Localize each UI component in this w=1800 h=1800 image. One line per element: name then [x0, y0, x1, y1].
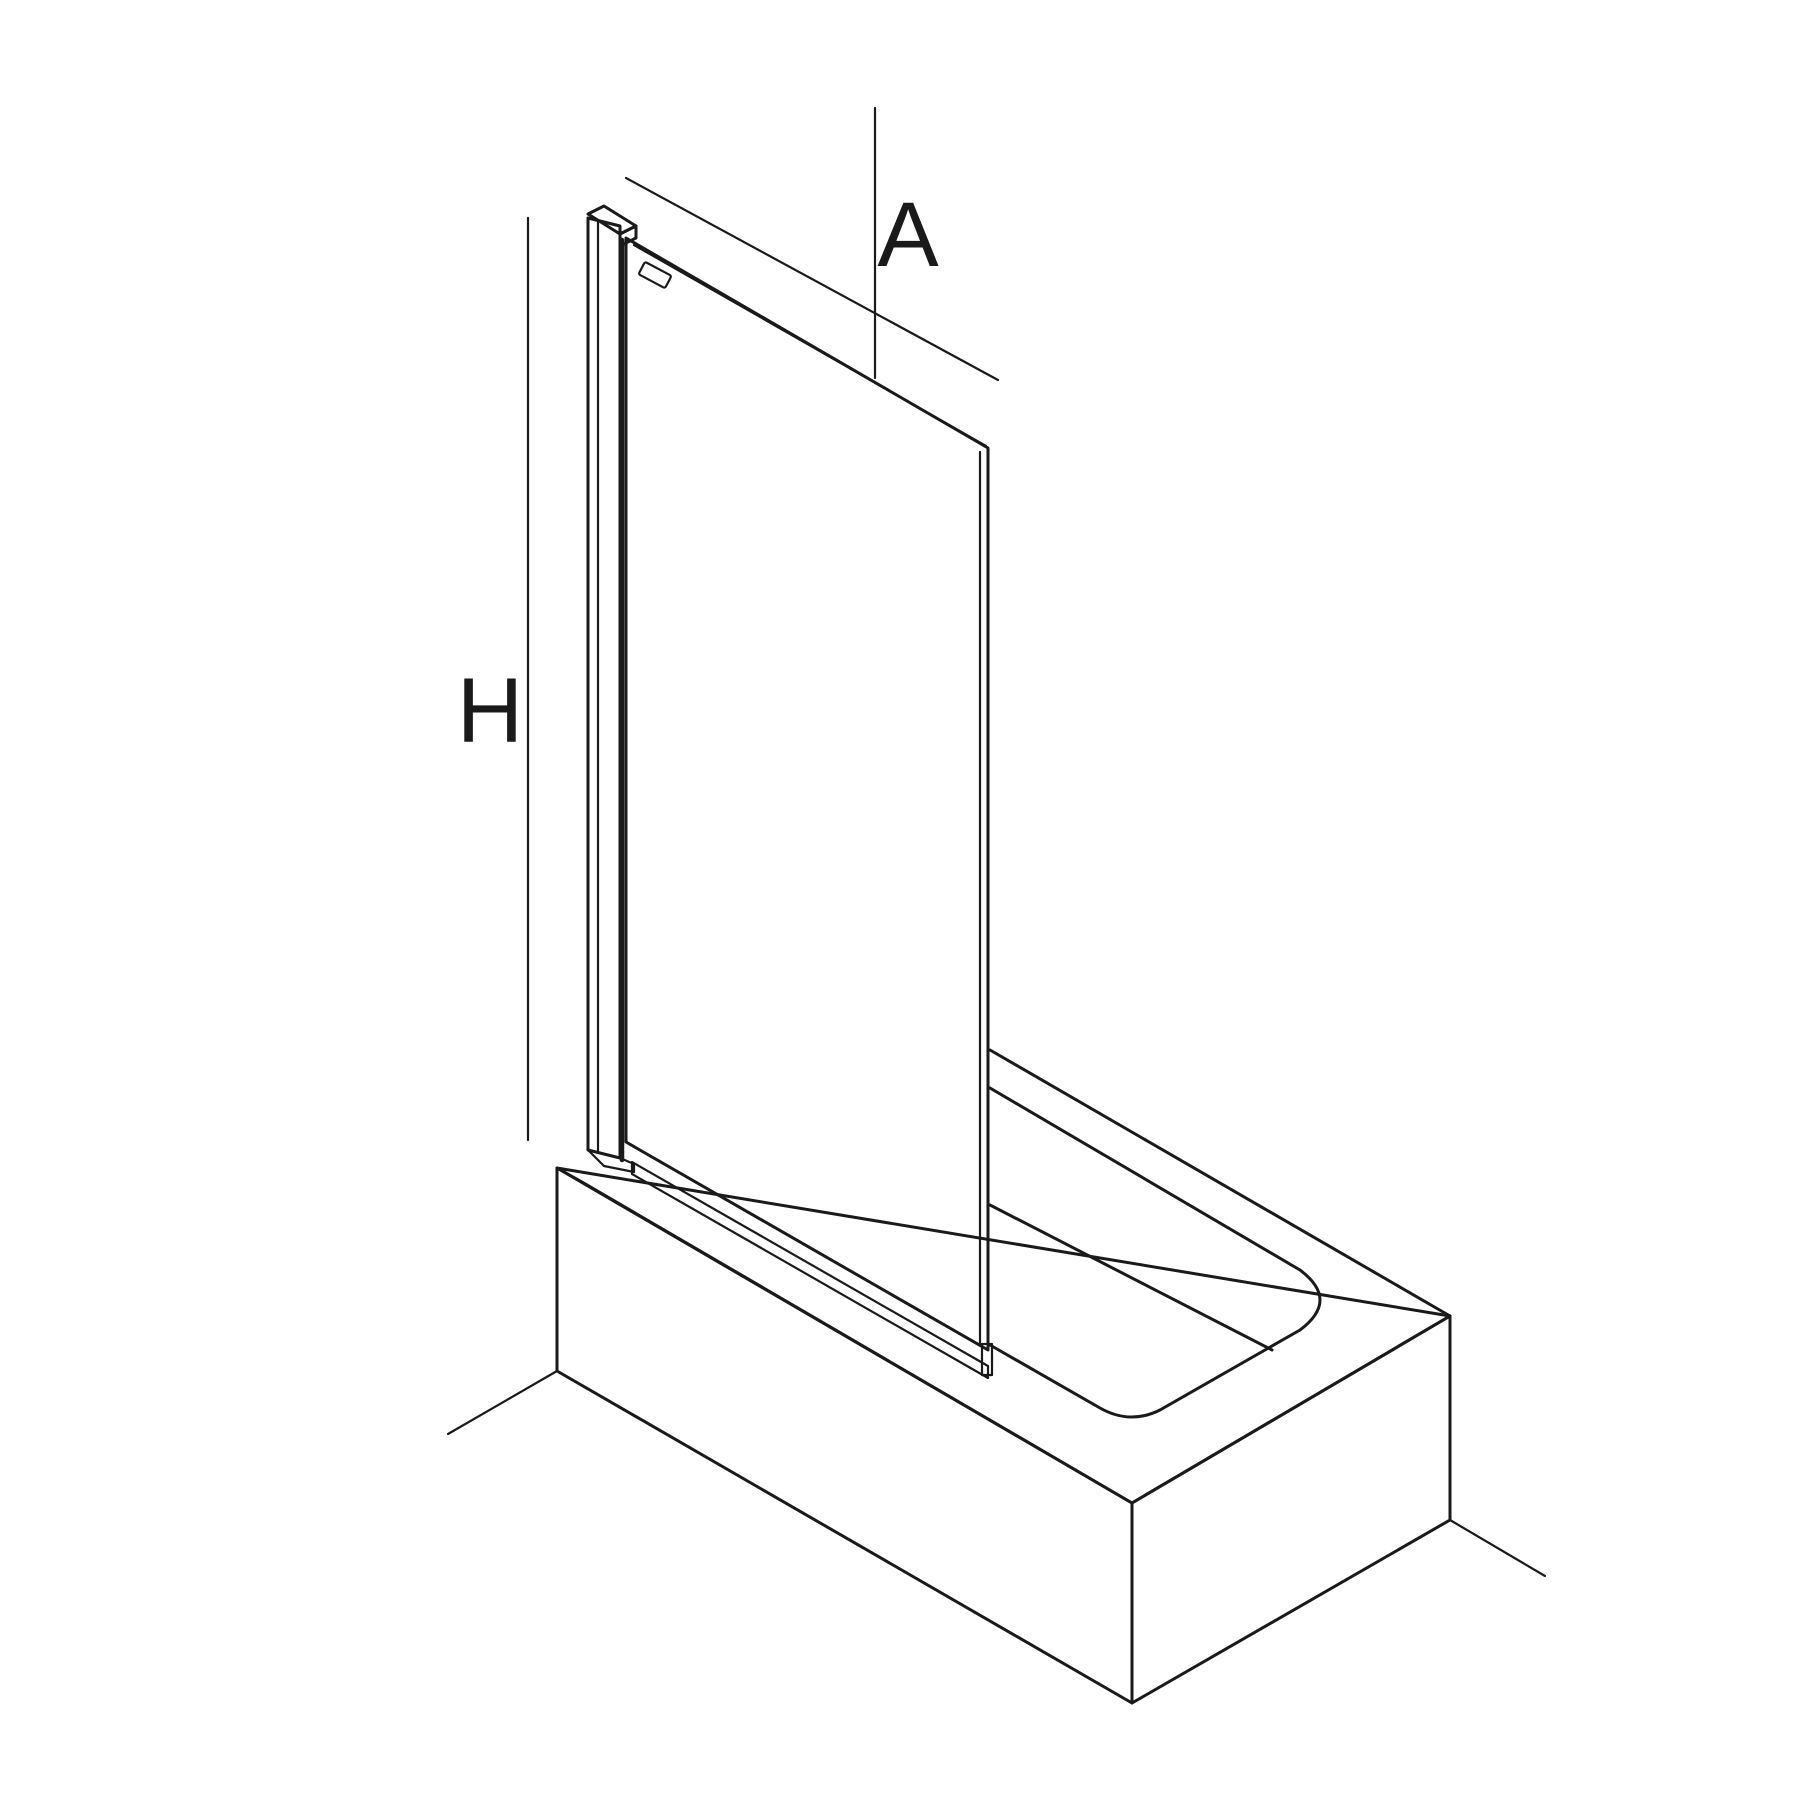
dimension-h: H [457, 216, 530, 1142]
bottom-seal-strip [630, 1160, 990, 1380]
bathtub-top-rim [555, 1166, 1452, 1505]
bathtub-side-face [1130, 1314, 1452, 1705]
dimension-a-label: A [877, 184, 939, 286]
dimension-h-label: H [457, 660, 523, 762]
bathtub [555, 1048, 1452, 1705]
glass-pane [624, 236, 990, 1352]
glass-top-edge-highlight [632, 243, 988, 448]
dimension-a: A [624, 106, 1000, 382]
floor-line-left [446, 1369, 559, 1436]
wall-profile-body [586, 216, 622, 1160]
bottom-seal-end-cap [980, 1342, 994, 1377]
floor-line-right [1448, 1518, 1547, 1578]
bathtub-inner-basin [988, 1086, 1322, 1419]
glass-logo-badge [638, 261, 672, 289]
wall-profile-bottom-foot [586, 1148, 636, 1174]
glass-bottom-edge-inner [634, 1146, 982, 1347]
bathtub-back-rim [988, 1048, 1452, 1318]
bathtub-inner-floor-edge [988, 1203, 1274, 1352]
wall-profile-top-cap-side [618, 224, 638, 248]
dimension-a-line [624, 176, 1000, 382]
wall-profile [586, 204, 638, 1174]
glass-panel [624, 236, 994, 1380]
